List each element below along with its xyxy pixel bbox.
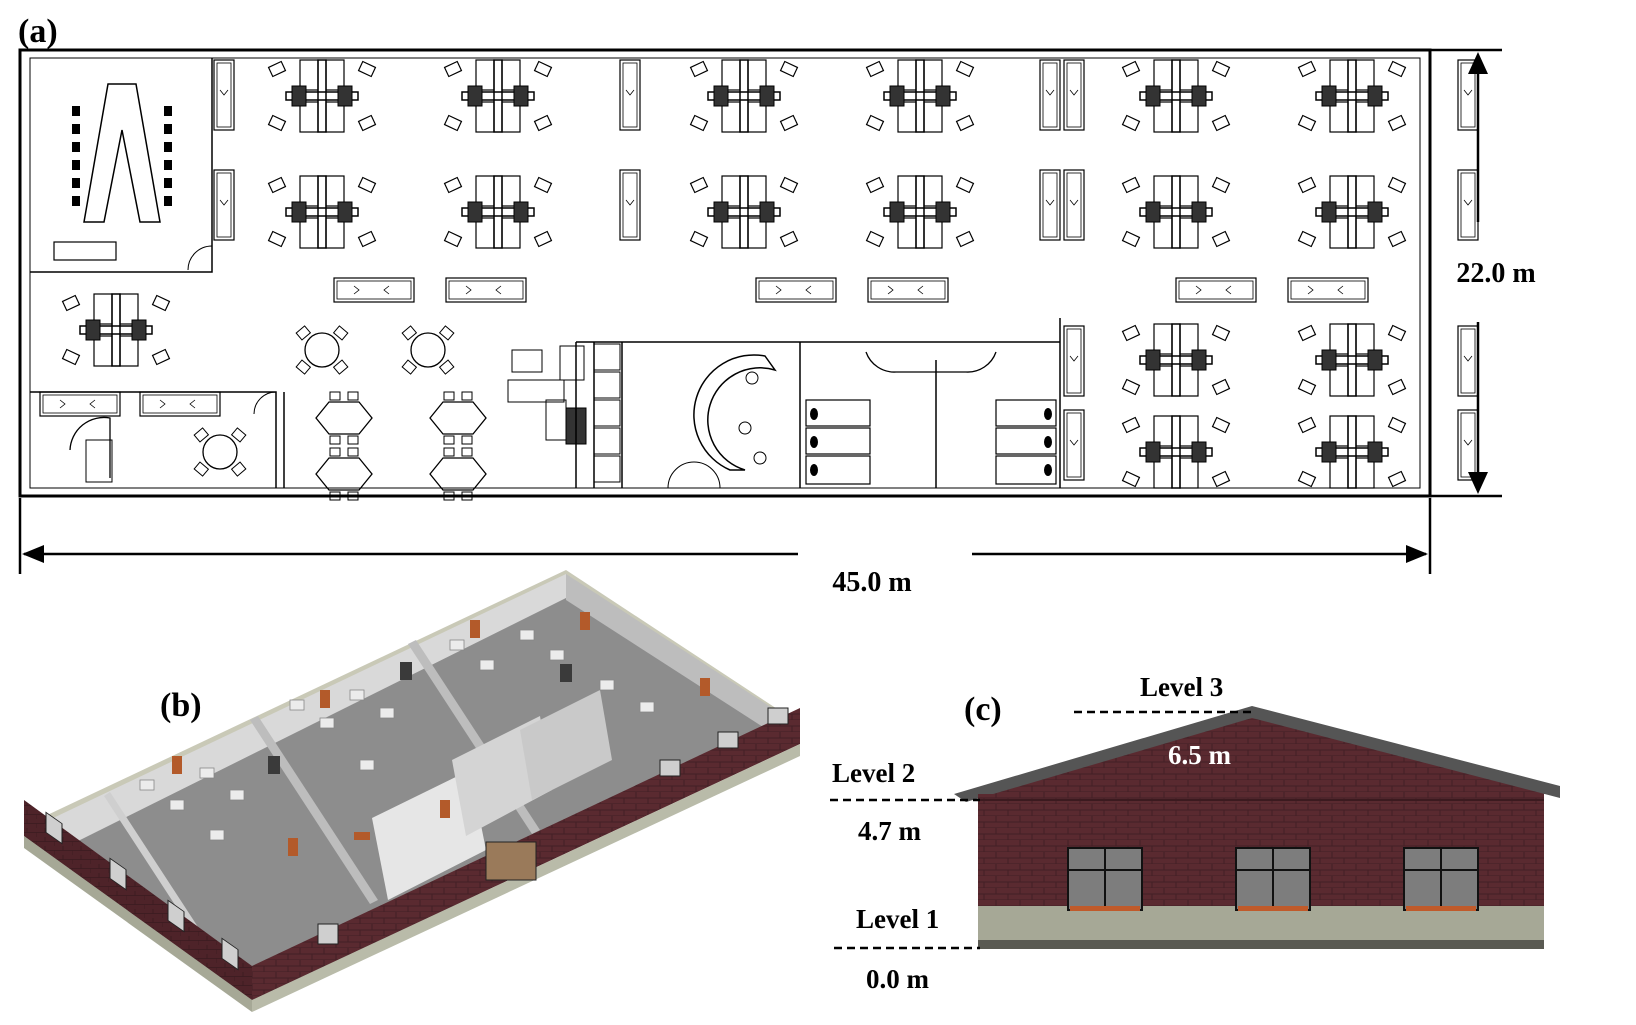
workstation-grid-bottom-right (1121, 323, 1407, 489)
dimension-height-label: 22.0 m (1456, 258, 1535, 289)
conference-room (30, 58, 235, 273)
office-furniture (139, 612, 710, 856)
panel-a-floor-plan: (a) (18, 13, 1536, 598)
dimension-width-label: 45.0 m (832, 567, 911, 598)
restroom-area (800, 318, 1061, 488)
workstation-cluster (61, 293, 171, 367)
outer-wall (18, 48, 1432, 498)
level-3-elevation: 6.5 m (1168, 740, 1232, 770)
interior-partitions (104, 640, 612, 974)
panel-b-label: (b) (160, 687, 202, 724)
bottom-left-office (30, 391, 277, 488)
panel-b-3d-view: (b) (24, 570, 800, 1012)
foundation-base (978, 906, 1544, 940)
level-3-label: Level 3 (1140, 672, 1223, 702)
front-left-wall (24, 800, 252, 1000)
panel-a-label: (a) (18, 13, 58, 50)
dimension-width: 45.0 m (18, 498, 1432, 598)
dimension-height: 22.0 m (1430, 48, 1536, 498)
level-2-elevation: 4.7 m (858, 816, 922, 846)
front-windows (45, 707, 789, 971)
level-1-label: Level 1 (856, 904, 939, 934)
panel-c-label: (c) (964, 691, 1002, 728)
panel-c-elevation: (c) Level 3 6.5 m Level 2 4.7 m Level 1 … (830, 672, 1560, 994)
workstation-grid-top (267, 59, 1407, 249)
elevation-window (1403, 847, 1479, 912)
kitchen-area (507, 341, 800, 488)
level-1-elevation: 0.0 m (866, 964, 930, 994)
elevation-window (1067, 847, 1143, 912)
reception-area (667, 342, 801, 489)
break-area (283, 325, 487, 501)
level-2-label: Level 2 (832, 758, 915, 788)
gable-wall (966, 712, 1554, 794)
inner-wall-line (29, 57, 1421, 489)
elevation-window (1235, 847, 1311, 912)
horizontal-shelving (333, 277, 1369, 303)
